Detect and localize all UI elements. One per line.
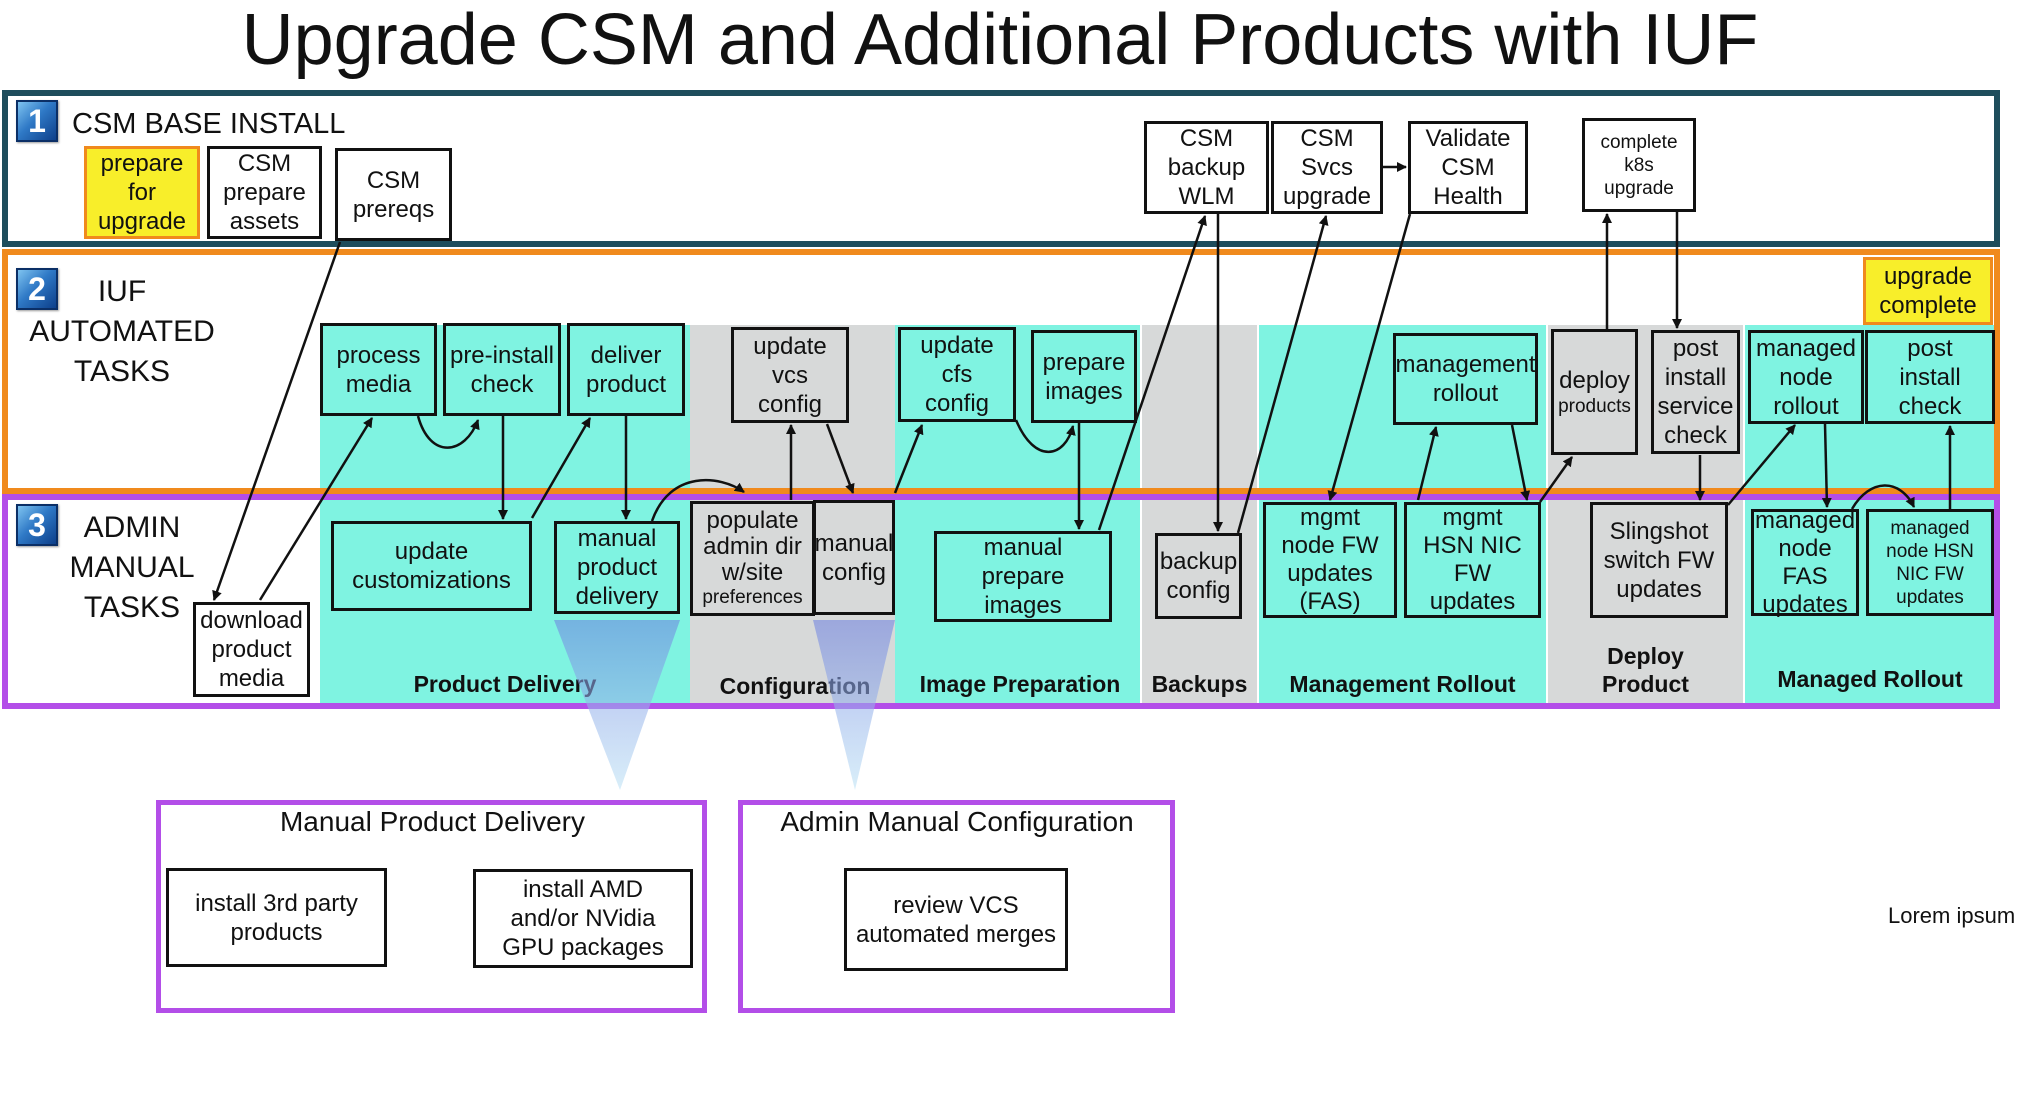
deploy-products-box[interactable]: deploy products (1551, 329, 1638, 455)
arrow-manual-prep-to-backup-wlm (1097, 215, 1207, 531)
post-install-service-check-box[interactable]: post install service check (1651, 330, 1740, 454)
update-cfs-config-box[interactable]: update cfs config (898, 327, 1016, 422)
install-gpu-packages-box[interactable]: install AMD and/or NVidia GPU packages (473, 869, 693, 968)
arrow-slingshot-to-managed-rollout (1727, 424, 1796, 506)
lane-3-badge: 3 (16, 504, 58, 546)
prepare-for-upgrade-box[interactable]: prepare for upgrade (84, 146, 200, 239)
footer-note: Lorem ipsum (1888, 903, 2016, 928)
lane-1-label: CSM BASE INSTALL (72, 108, 346, 140)
phase-label-management-rollout: Management Rollout (1289, 671, 1516, 697)
lane-admin-manual-tasks (2, 494, 2000, 709)
arrow-mgmt-fw-to-mgmt-rollout (1416, 426, 1439, 501)
arrow-fas-to-hsn-nic (1850, 484, 1916, 510)
arrow-mgmt-rollout-to-hsn (1510, 424, 1531, 501)
mgmt-hsn-nic-fw-updates-box[interactable]: mgmt HSN NIC FW updates (1404, 502, 1541, 618)
install-3rd-party-box[interactable]: install 3rd party products (166, 868, 387, 967)
panel-manual-product-delivery-title: Manual Product Delivery (279, 806, 586, 837)
post-install-check-box[interactable]: post install check (1865, 330, 1995, 424)
phase-label-managed-rollout: Managed Rollout (1777, 666, 1963, 692)
csm-svcs-upgrade-box[interactable]: CSM Svcs upgrade (1271, 121, 1383, 214)
download-product-media-box[interactable]: download product media (193, 602, 310, 697)
manual-product-delivery-box[interactable]: manual product delivery (554, 521, 680, 614)
deliver-product-box[interactable]: deliver product (567, 323, 685, 416)
complete-k8s-upgrade-box[interactable]: complete k8s upgrade (1582, 118, 1696, 212)
phase-label-image-preparation: Image Preparation (919, 671, 1121, 697)
process-media-box[interactable]: process media (320, 323, 437, 416)
diagram-title: Upgrade CSM and Additional Products with… (241, 0, 1759, 80)
validate-csm-health-box[interactable]: Validate CSM Health (1408, 121, 1528, 214)
phase-label-product-delivery: Product Delivery (413, 671, 597, 697)
lane-1-badge: 1 (16, 100, 58, 142)
arrow-manual-config-to-cfs (893, 424, 924, 494)
prepare-images-box[interactable]: prepare images (1031, 330, 1137, 423)
mgmt-node-fw-updates-box[interactable]: mgmt node FW updates (FAS) (1263, 502, 1397, 618)
pre-install-check-box[interactable]: pre-install check (443, 323, 561, 416)
populate-admin-dir-sublabel: preferences (702, 587, 803, 608)
arrow-process-to-preinstall (416, 415, 480, 449)
lane-2-badge: 2 (16, 268, 58, 310)
lane-csm-base-install (2, 90, 2000, 247)
band-backups (1142, 325, 1257, 705)
lane-iuf-automated-tasks (2, 249, 2000, 494)
callout-manual-product-delivery (554, 620, 680, 790)
arrow-manual-delivery-to-populate (650, 478, 745, 522)
update-customizations-box[interactable]: update customizations (331, 521, 532, 611)
arrow-update-cust-to-deliver (530, 417, 592, 519)
arrow-download-to-process (258, 417, 374, 601)
arrow-managed-rollout-to-fas (1821, 423, 1832, 508)
populate-admin-dir-box[interactable]: populate admin dir w/site preferences (690, 501, 815, 616)
deploy-products-label: deploy (1559, 367, 1630, 394)
management-rollout-box[interactable]: management rollout (1393, 333, 1538, 425)
populate-admin-dir-label: populate admin dir w/site (703, 507, 802, 586)
callout-admin-manual-config (813, 620, 895, 790)
arrow-backup-config-to-svcs (1236, 215, 1329, 534)
manual-config-box[interactable]: manual config (813, 500, 895, 615)
phase-label-backups: Backups (1151, 671, 1248, 697)
panel-admin-manual-configuration-title: Admin Manual Configuration (780, 806, 1134, 837)
upgrade-complete-box[interactable]: upgrade complete (1863, 257, 1993, 325)
csm-backup-wlm-box[interactable]: CSM backup WLM (1144, 121, 1269, 214)
update-vcs-config-box[interactable]: update vcs config (731, 327, 849, 423)
arrow-prereqs-to-download (212, 241, 342, 601)
managed-node-rollout-box[interactable]: managed node rollout (1748, 330, 1864, 424)
managed-node-fas-updates-box[interactable]: managed node FAS updates (1751, 507, 1859, 618)
arrow-hsn-to-deploy (1538, 456, 1574, 503)
arrow-validate-to-mgmt-fw (1327, 213, 1412, 501)
lane-3-label: ADMIN MANUAL TASKS (69, 511, 195, 624)
managed-node-hsn-nic-fw-updates-box[interactable]: managed node HSN NIC FW updates (1866, 509, 1994, 616)
deploy-products-sublabel: products (1558, 396, 1631, 417)
slingshot-switch-fw-updates-box[interactable]: Slingshot switch FW updates (1590, 502, 1728, 618)
backup-config-box[interactable]: backup config (1155, 533, 1242, 619)
phase-label-deploy-product: Deploy Product (1602, 643, 1689, 697)
review-vcs-merges-box[interactable]: review VCS automated merges (844, 868, 1068, 971)
lane-2-label: IUF AUTOMATED TASKS (29, 275, 215, 388)
csm-prereqs-box[interactable]: CSM prereqs (335, 148, 452, 241)
arrow-update-vcs-to-manual-config (825, 423, 855, 494)
manual-prepare-images-box[interactable]: manual prepare images (934, 531, 1112, 622)
csm-prepare-assets-box[interactable]: CSM prepare assets (207, 146, 322, 239)
arrow-cfs-to-prepare-images (1014, 419, 1076, 453)
